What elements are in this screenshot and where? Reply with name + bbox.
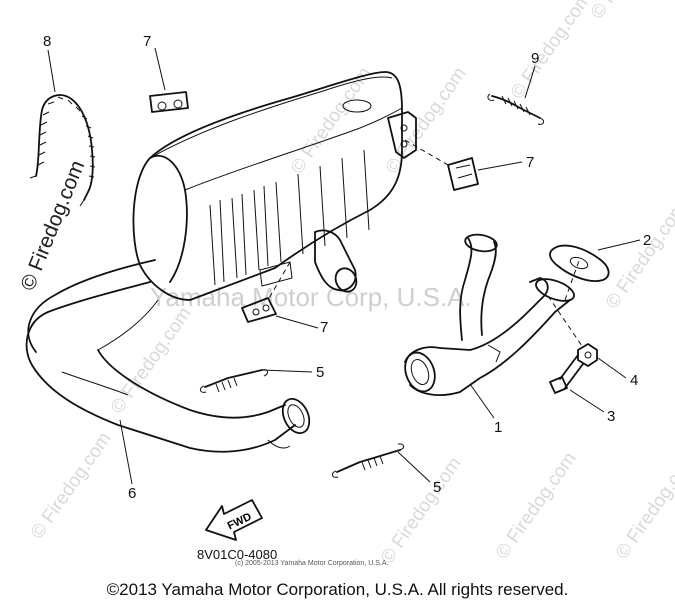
exhaust-pipe-6 — [25, 259, 311, 453]
muffler-assembly — [132, 71, 417, 301]
callout-5-upper: 5 — [316, 364, 324, 381]
watermark-diagonal-1: © Firedog.com — [27, 429, 116, 543]
diagram-code: 8V01C0-4080 — [197, 547, 278, 562]
watermark-diagonal-3: © Firedog.com — [287, 64, 376, 178]
callout-6: 6 — [128, 485, 136, 502]
callout-9: 9 — [531, 50, 539, 67]
damper-7-right — [447, 157, 479, 191]
watermark-layer: © Firedog.com Yamaha Motor Corp, U.S.A. … — [16, 0, 675, 568]
leader-lines — [47, 47, 641, 485]
callout-1: 1 — [494, 419, 502, 436]
watermark-diagonal-6: © Firedog.com — [587, 0, 675, 23]
callout-labels: 1 1 2 3 4 5 5 6 7 7 7 8 9 — [43, 33, 651, 502]
callout-8-label: 8 — [43, 33, 51, 50]
spring-8 — [29, 94, 96, 207]
watermark-diagonal-7: © Firedog.com — [602, 199, 675, 313]
spring-5-lower — [331, 443, 405, 478]
callout-5-lower: 5 — [433, 479, 441, 496]
callout-7-right: 7 — [526, 154, 534, 171]
copyright-notice: ©2013 Yamaha Motor Corporation, U.S.A. A… — [106, 580, 569, 599]
damper-7-top — [149, 91, 189, 113]
gasket-2 — [549, 244, 610, 282]
bolt-3 — [549, 354, 584, 394]
watermark-center: Yamaha Motor Corp, U.S.A. — [150, 282, 472, 312]
spring-5-upper — [199, 369, 269, 393]
fwd-arrow: FWD — [205, 499, 263, 541]
watermark-diagonal-9: © Firedog.com — [377, 454, 466, 568]
nut-4 — [577, 343, 598, 367]
exhaust-manifold-1 — [404, 233, 575, 396]
callout-4: 4 — [630, 372, 638, 389]
watermark-diagonal-4: © Firedog.com — [382, 64, 471, 178]
small-copyright: (c) 2005-2013 Yamaha Motor Corporation, … — [235, 560, 389, 567]
watermark-vertical: © Firedog.com — [16, 157, 89, 294]
watermark-diagonal-5: © Firedog.com — [507, 0, 596, 103]
watermark-diagonal-10: © Firedog.com — [612, 449, 675, 563]
callout-7-top: 7 — [143, 33, 151, 50]
callout-3: 3 — [607, 408, 615, 425]
spring-9 — [487, 93, 545, 125]
watermark-diagonal-8: © Firedog.com — [492, 449, 581, 563]
damper-7-middle — [241, 297, 277, 323]
callout-2: 2 — [643, 232, 651, 249]
watermark-diagonal-2: © Firedog.com — [107, 304, 196, 418]
callout-7-middle: 7 — [320, 319, 328, 336]
